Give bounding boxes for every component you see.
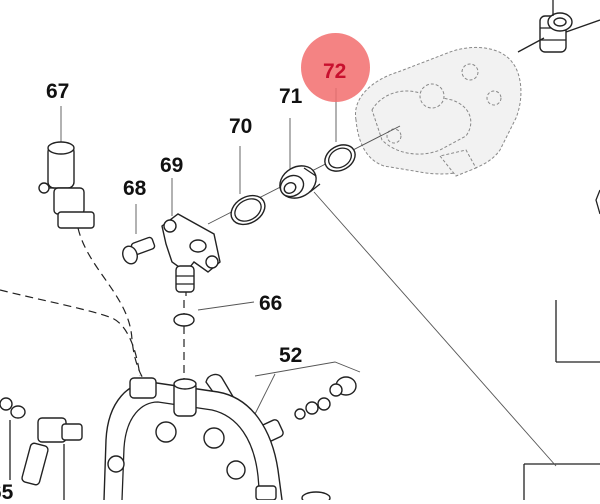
gearbox-housing bbox=[355, 46, 522, 177]
pump-flange bbox=[103, 377, 283, 500]
bottom-left-parts bbox=[0, 397, 331, 500]
part-70-oring bbox=[230, 194, 266, 226]
callout-67: 67 bbox=[46, 80, 70, 103]
frame-lines bbox=[523, 189, 600, 500]
dashed-paths bbox=[0, 227, 187, 383]
part-72-oring bbox=[324, 144, 356, 172]
part-67-sensor bbox=[38, 141, 95, 229]
part-71-nut bbox=[279, 165, 321, 199]
highlight-circle bbox=[301, 33, 370, 102]
callout-72: 72 bbox=[323, 60, 347, 83]
callout-66: 66 bbox=[259, 292, 283, 315]
callout-68: 68 bbox=[123, 177, 147, 200]
callout-69: 69 bbox=[160, 154, 184, 177]
callout-52: 52 bbox=[279, 344, 303, 367]
callout-71: 71 bbox=[279, 85, 303, 108]
callout-65: 65 bbox=[0, 481, 14, 504]
callout-70: 70 bbox=[229, 115, 253, 138]
part-69-bracket bbox=[161, 213, 221, 293]
part-68-bolt bbox=[122, 236, 156, 265]
top-right-fitting bbox=[517, 0, 600, 53]
part-66-oring bbox=[173, 313, 195, 327]
